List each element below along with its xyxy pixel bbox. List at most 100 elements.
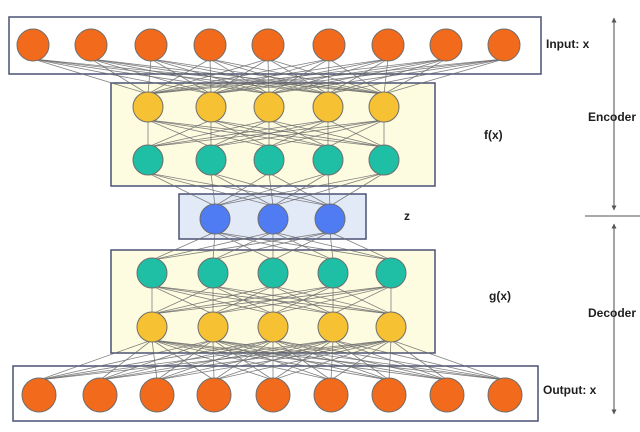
edge-input-to-enc-hidden-1 [32,58,149,95]
node-enc-hidden-2-1 [132,144,164,176]
edge-latent-to-dec-hidden-1 [151,231,216,261]
edge-enc-hidden-1-to-enc-hidden-2 [210,119,385,148]
node-output-7 [371,377,407,413]
node-dec-hidden-1-2 [197,257,229,289]
edge-latent-to-dec-hidden-1 [329,231,334,261]
edge-enc-hidden-2-to-latent [210,172,216,207]
edge-dec-hidden-2-to-output [38,339,274,381]
node-input-1 [16,28,50,62]
edge-dec-hidden-2-to-output [38,339,153,381]
edge-input-to-enc-hidden-1 [147,58,505,95]
node-enc-hidden-2-5 [368,144,400,176]
node-output-2 [82,377,118,413]
node-output-3 [139,377,175,413]
edge-latent-to-dec-hidden-1 [272,231,392,261]
node-input-5 [251,28,285,62]
edge-dec-hidden-2-to-output [390,339,506,381]
edge-input-to-enc-hidden-1 [147,58,211,95]
edge-input-to-enc-hidden-1 [268,58,505,95]
edge-latent-to-dec-hidden-1 [272,231,334,261]
node-input-9 [487,28,521,62]
node-input-2 [74,28,108,62]
node-input-4 [193,28,227,62]
edge-input-to-enc-hidden-1 [90,58,149,95]
edge-enc-hidden-1-to-enc-hidden-2 [268,119,385,148]
edge-dec-hidden-1-to-dec-hidden-2 [272,285,392,315]
encoder-label: Encoder [588,110,636,124]
edge-enc-hidden-2-to-latent [147,172,331,207]
edge-input-to-enc-hidden-1 [383,58,505,95]
node-latent-2 [257,203,289,235]
edge-latent-to-dec-hidden-1 [151,231,274,261]
node-enc-hidden-1-1 [132,91,164,123]
edge-input-to-enc-hidden-1 [90,58,212,95]
edge-input-to-enc-hidden-1 [147,58,152,95]
node-enc-hidden-1-3 [253,91,285,123]
edge-input-to-enc-hidden-1 [147,58,330,95]
edge-enc-hidden-1-to-enc-hidden-2 [147,119,385,148]
node-dec-hidden-2-1 [136,311,168,343]
node-enc-hidden-2-3 [253,144,285,176]
node-output-8 [429,377,465,413]
edge-latent-to-dec-hidden-1 [151,231,331,261]
neurons [16,28,523,413]
edge-input-to-enc-hidden-1 [147,58,389,95]
edge-input-to-enc-hidden-1 [147,58,447,95]
node-output-4 [196,377,232,413]
node-dec-hidden-1-1 [136,257,168,289]
edge-enc-hidden-1-to-enc-hidden-2 [327,119,385,148]
edge-input-to-enc-hidden-1 [327,58,505,95]
decoder-function-label: g(x) [489,289,511,303]
edge-latent-to-dec-hidden-1 [214,231,274,261]
edge-latent-to-dec-hidden-1 [212,231,331,261]
edge-dec-hidden-1-to-dec-hidden-2 [332,285,392,315]
node-output-6 [313,377,349,413]
edge-dec-hidden-2-to-output [388,339,392,381]
edge-dec-hidden-2-to-output [38,339,214,381]
node-latent-1 [199,203,231,235]
edge-enc-hidden-2-to-latent [329,172,385,207]
edge-enc-hidden-1-to-enc-hidden-2 [147,119,329,148]
node-dec-hidden-2-5 [375,311,407,343]
edge-latent-to-dec-hidden-1 [214,231,334,261]
node-output-5 [255,377,291,413]
decoder-label: Decoder [588,306,636,320]
edge-enc-hidden-2-to-latent [272,172,385,207]
node-enc-hidden-1-5 [368,91,400,123]
edge-latent-to-dec-hidden-1 [329,231,392,261]
node-dec-hidden-2-3 [257,311,289,343]
edge-enc-hidden-2-to-latent [147,172,274,207]
output-label: Output: x [543,383,597,397]
edge-enc-hidden-1-to-enc-hidden-2 [147,119,270,148]
edge-dec-hidden-2-to-output [272,339,392,381]
node-dec-hidden-1-3 [257,257,289,289]
edge-dec-hidden-2-to-output [38,339,392,381]
node-output-1 [21,377,57,413]
edge-dec-hidden-2-to-output [99,339,392,381]
edge-enc-hidden-1-to-enc-hidden-2 [147,119,212,148]
edge-enc-hidden-2-to-latent [214,172,270,207]
edge-input-to-enc-hidden-1 [32,58,212,95]
node-dec-hidden-2-4 [317,311,349,343]
latent-label: z [404,209,410,223]
node-enc-hidden-1-4 [312,91,344,123]
input-label: Input: x [546,37,590,51]
edge-dec-hidden-2-to-output [213,339,392,381]
edge-dec-hidden-2-to-output [151,339,215,381]
connections [32,58,506,381]
node-latent-3 [314,203,346,235]
edge-dec-hidden-2-to-output [38,339,334,381]
node-enc-hidden-2-4 [312,144,344,176]
node-enc-hidden-2-2 [195,144,227,176]
edge-input-to-enc-hidden-1 [210,58,505,95]
encoder-function-label: f(x) [484,128,503,142]
node-input-7 [371,28,405,62]
edge-dec-hidden-2-to-output [151,339,390,381]
node-dec-hidden-1-4 [317,257,349,289]
edge-dec-hidden-1-to-dec-hidden-2 [151,285,334,315]
edge-enc-hidden-2-to-latent [214,172,385,207]
node-enc-hidden-1-2 [195,91,227,123]
edge-dec-hidden-2-to-output [390,339,448,381]
node-dec-hidden-2-2 [197,311,229,343]
